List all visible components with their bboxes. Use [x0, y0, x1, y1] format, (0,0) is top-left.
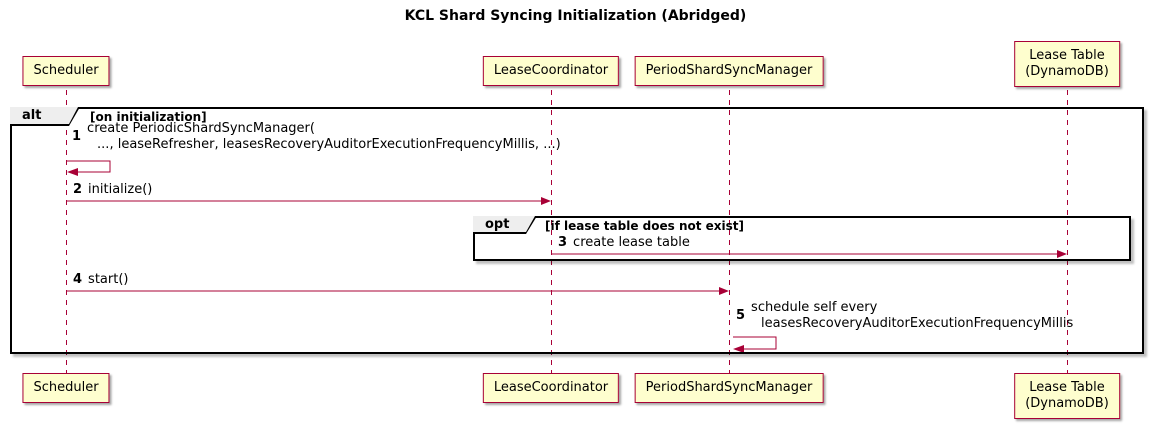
- participant-lease-table-bottom: Lease Table (DynamoDB): [1014, 373, 1120, 419]
- message-3-text: create lease table: [573, 235, 690, 250]
- message-1-text-line1: create PeriodicShardSyncManager(: [87, 121, 315, 136]
- opt-frame-tab: opt: [473, 216, 537, 234]
- message-1-text-line2: ..., leaseRefresher, leasesRecoveryAudit…: [97, 137, 561, 152]
- message-1-number: 1: [72, 129, 82, 144]
- message-4-number: 4: [73, 272, 83, 287]
- opt-frame: opt [if lease table does not exist]: [473, 216, 1131, 261]
- alt-frame: alt [on initialization]: [10, 107, 1144, 354]
- alt-frame-condition: [on initialization]: [90, 110, 207, 124]
- opt-frame-keyword: opt: [473, 216, 535, 232]
- message-4-text: start(): [88, 272, 129, 287]
- message-2-number: 2: [73, 182, 83, 197]
- participant-lease-table-top-line1: Lease Table: [1029, 48, 1105, 63]
- message-5-label: 5 schedule self every leasesRecoveryAudi…: [736, 300, 1073, 332]
- message-5-number: 5: [736, 308, 746, 323]
- message-5-text-line1: schedule self every: [751, 300, 878, 315]
- alt-frame-tab: alt: [10, 107, 80, 126]
- message-1-label: 1 create PeriodicShardSyncManager( ..., …: [72, 121, 561, 153]
- participant-period-shard-sync-manager-bottom: PeriodShardSyncManager: [634, 373, 824, 403]
- message-2-label: 2 initialize(): [73, 182, 152, 198]
- message-3-number: 3: [558, 235, 568, 250]
- participant-period-shard-sync-manager-top: PeriodShardSyncManager: [634, 56, 824, 86]
- participant-lease-coordinator-bottom: LeaseCoordinator: [482, 373, 620, 403]
- message-5-text-line2: leasesRecoveryAuditorExecutionFrequencyM…: [761, 316, 1074, 331]
- alt-frame-keyword: alt: [10, 107, 78, 124]
- participant-scheduler-bottom: Scheduler: [22, 373, 110, 403]
- participant-lease-table-top: Lease Table (DynamoDB): [1014, 41, 1120, 87]
- participant-lease-table-bottom-line2: (DynamoDB): [1025, 396, 1109, 411]
- participant-scheduler-top: Scheduler: [22, 56, 110, 86]
- participant-lease-table-bottom-line1: Lease Table: [1029, 380, 1105, 395]
- diagram-title: KCL Shard Syncing Initialization (Abridg…: [404, 8, 747, 24]
- participant-lease-table-top-line2: (DynamoDB): [1025, 64, 1109, 79]
- participant-lease-coordinator-top: LeaseCoordinator: [482, 56, 620, 86]
- opt-frame-condition: [if lease table does not exist]: [545, 219, 745, 233]
- message-2-text: initialize(): [88, 182, 153, 197]
- message-4-label: 4 start(): [73, 272, 128, 288]
- message-3-label: 3 create lease table: [558, 235, 690, 251]
